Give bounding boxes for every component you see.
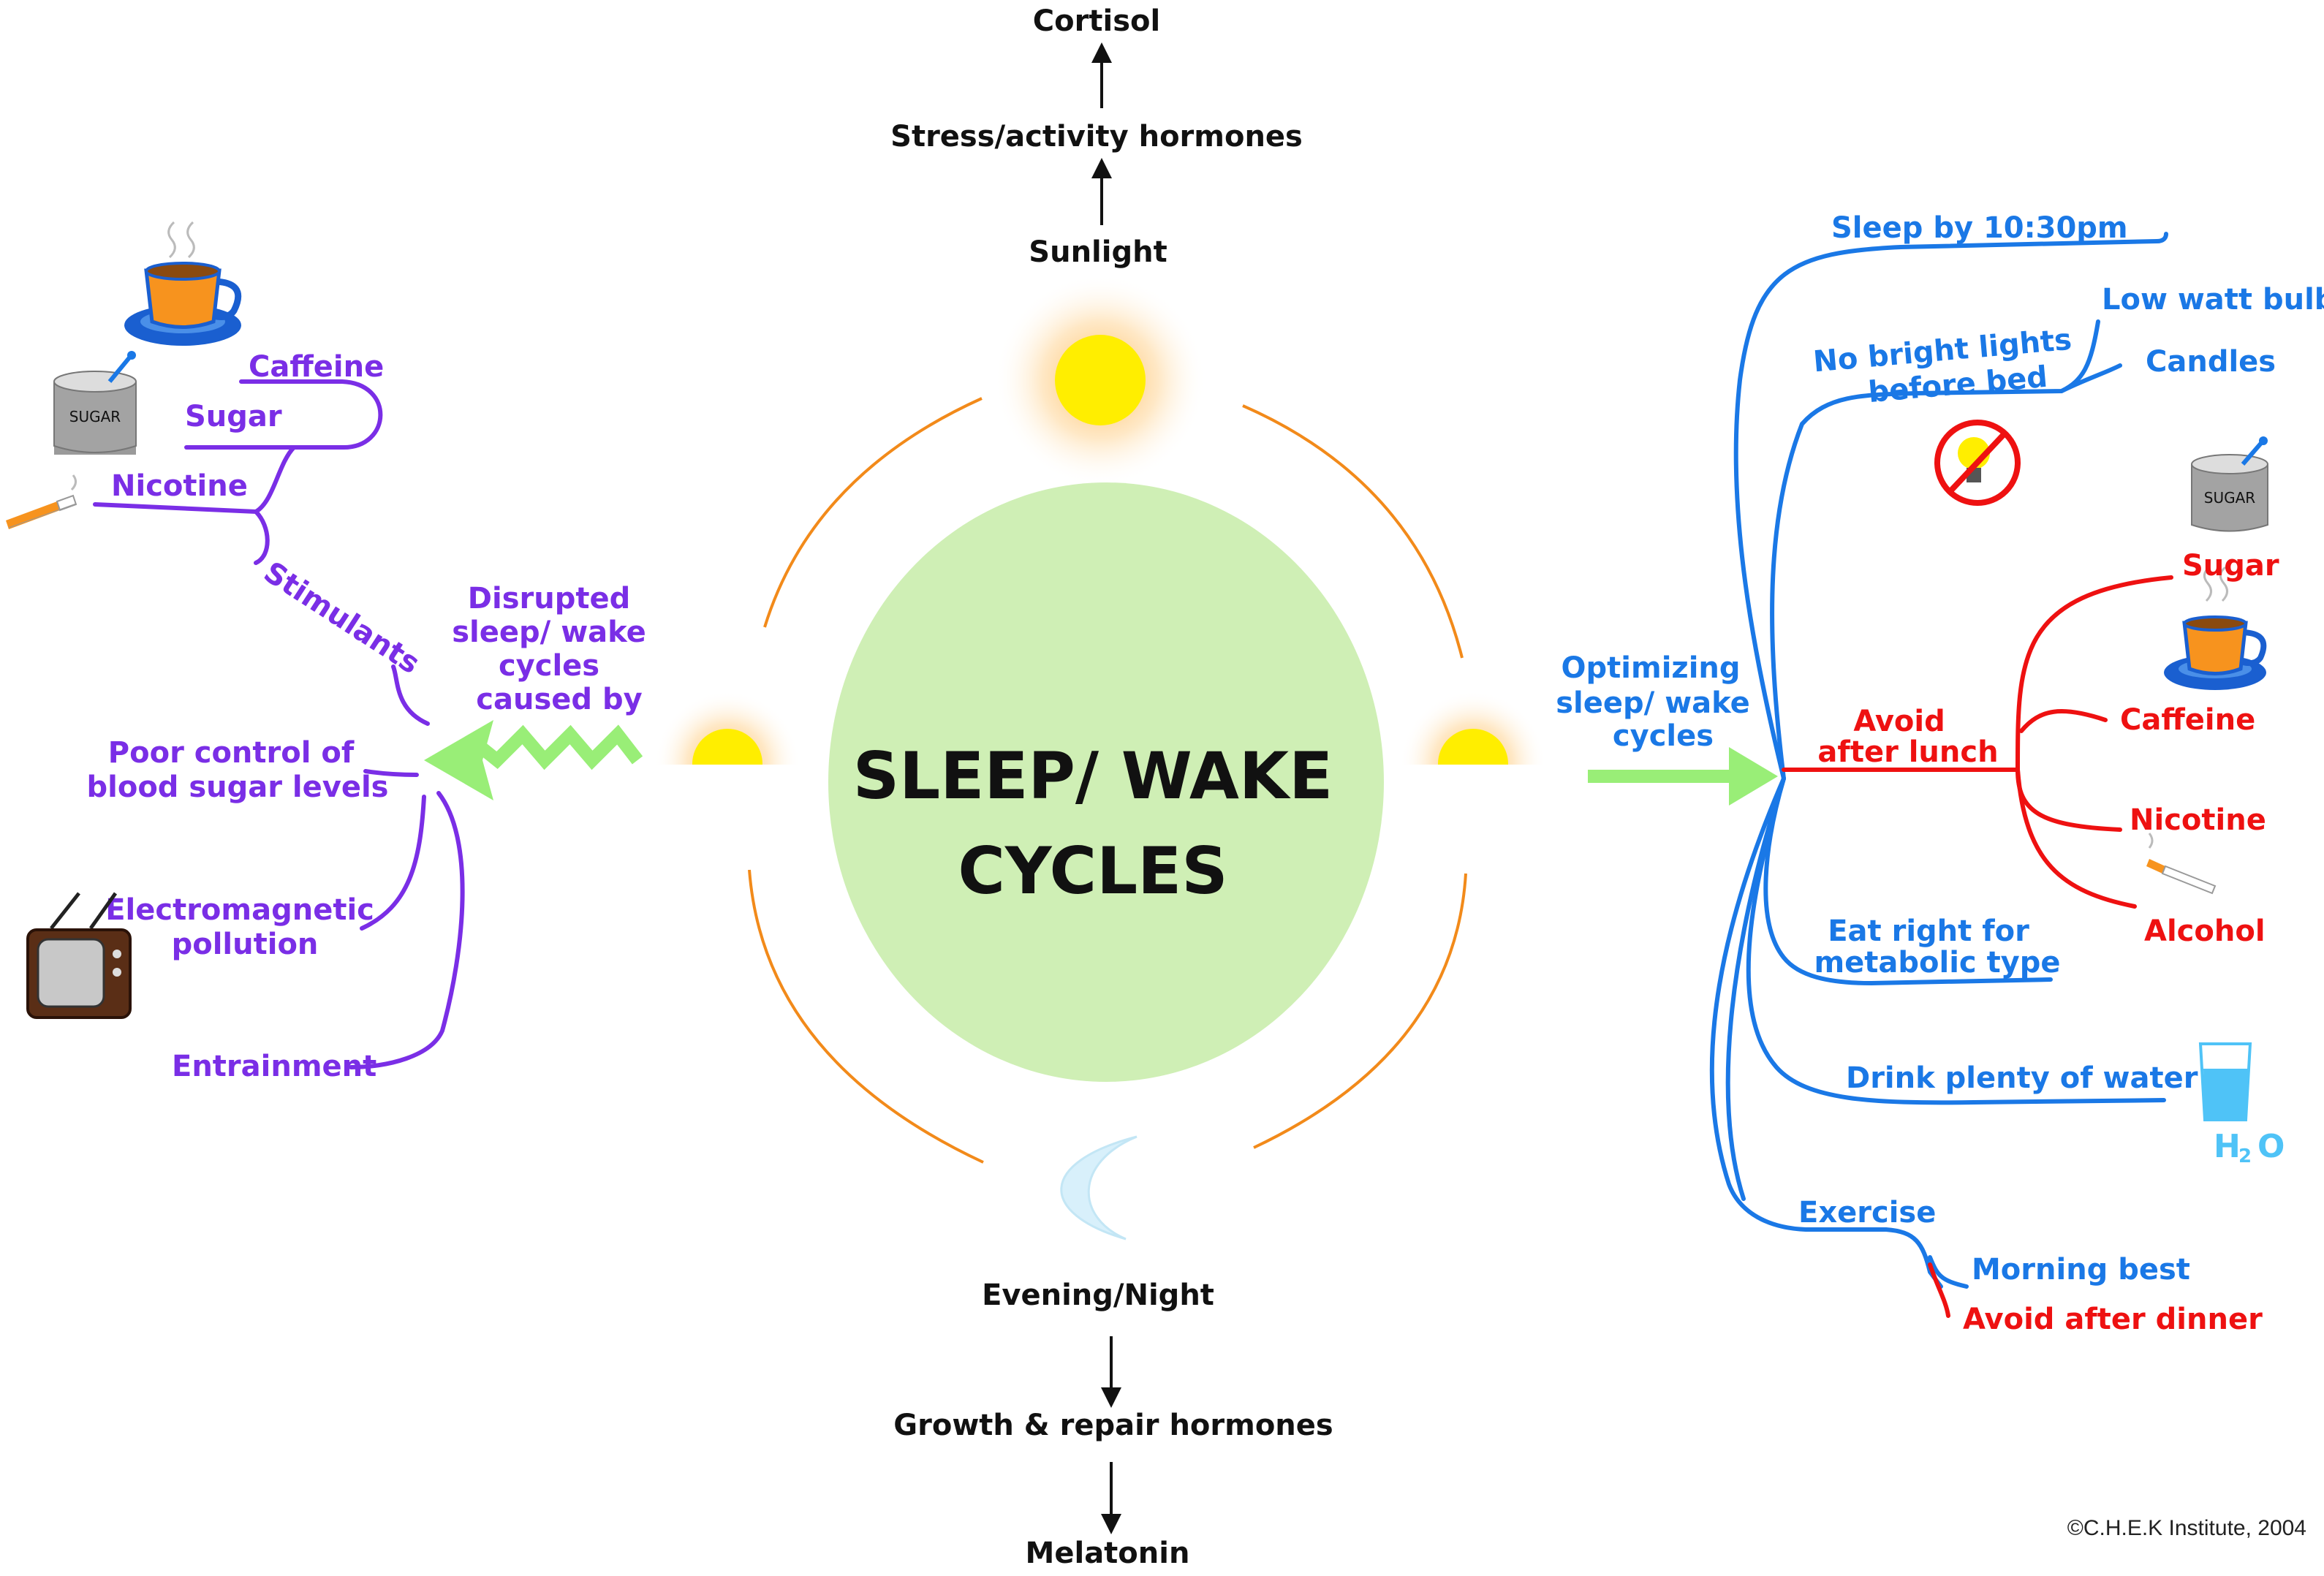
cigarette-icon-right xyxy=(2146,833,2217,895)
drink-water-label: Drink plenty of water xyxy=(1846,1061,2198,1095)
morning-best-label: Morning best xyxy=(1972,1253,2190,1287)
emf-label: Electromagnetic pollution xyxy=(105,893,385,961)
sugar-label-left: Sugar xyxy=(185,400,282,433)
orbit-arc-bottom-left xyxy=(748,869,984,1164)
evening-night-label: Evening/Night xyxy=(982,1278,1214,1312)
blood-sugar-label: Poor control of blood sugar levels xyxy=(87,736,389,804)
right-blue-lines xyxy=(1709,232,2168,1289)
arrowhead-left-icon xyxy=(424,720,493,800)
avoid-after-lunch-label: Avoid after lunch xyxy=(1817,705,1998,769)
svg-text:H: H xyxy=(2214,1128,2241,1165)
right-red-lines xyxy=(1782,575,2173,1318)
center-title-line2: CYCLES xyxy=(958,833,1227,909)
nicotine-label-left: Nicotine xyxy=(111,469,248,503)
center-circle xyxy=(828,482,1384,1082)
svg-text:No bright lights befor: No bright lights before bed xyxy=(1812,322,2086,414)
left-branch-lines xyxy=(93,379,465,1069)
left-branch-disrupted: Disrupted sleep/ wake cycles caused by C… xyxy=(6,221,656,1083)
top-hormone-chain: Cortisol Stress/activity hormones Sunlig… xyxy=(890,4,1303,269)
entrainment-label: Entrainment xyxy=(172,1050,376,1083)
sun-icon-top xyxy=(994,274,1206,486)
center-circle-group: SLEEP/ WAKE CYCLES xyxy=(828,482,1384,1082)
sun-icon-right xyxy=(1400,691,1546,765)
right-branch-optimizing: Optimizing sleep/ wake cycles Slee xyxy=(1556,211,2324,1336)
svg-text:2: 2 xyxy=(2238,1145,2252,1167)
no-lightbulb-icon xyxy=(1934,420,2021,506)
coffee-cup-icon-left xyxy=(124,221,242,346)
arrowhead-right-icon xyxy=(1729,747,1778,806)
tv-icon xyxy=(26,892,132,1019)
optimizing-header: Optimizing sleep/ wake cycles xyxy=(1556,651,1760,753)
sugar-can-icon-right: SUGAR xyxy=(2191,436,2268,532)
sunlight-label: Sunlight xyxy=(1029,235,1167,269)
bottom-hormone-chain: Evening/Night Growth & repair hormones M… xyxy=(893,1278,1333,1570)
stimulants-label: Stimulants xyxy=(258,556,426,681)
caffeine-label-right: Caffeine xyxy=(2120,703,2255,737)
eat-right-label: Eat right for metabolic type xyxy=(1814,914,2060,980)
water-glass-icon xyxy=(2198,1042,2252,1121)
disrupted-header: Disrupted sleep/ wake cycles caused by xyxy=(452,582,656,716)
moon-icon xyxy=(1060,1135,1138,1240)
avoid-after-dinner-label: Avoid after dinner xyxy=(1963,1303,2263,1336)
growth-hormones-label: Growth & repair hormones xyxy=(893,1409,1333,1442)
stress-hormones-label: Stress/activity hormones xyxy=(890,120,1303,154)
cigarette-icon-left xyxy=(6,474,77,529)
zigzag-arrow-icon xyxy=(474,724,643,770)
candles-label: Candles xyxy=(2146,345,2276,379)
orbit-arc-bottom-right xyxy=(1253,873,1467,1149)
sugar-can-text-right: SUGAR xyxy=(2204,489,2256,507)
center-title-line1: SLEEP/ WAKE xyxy=(853,738,1333,814)
no-bright-lights-label: No bright lights before bed xyxy=(1812,322,2086,414)
sleep-by-label: Sleep by 10:30pm xyxy=(1831,211,2128,245)
sugar-label-right: Sugar xyxy=(2182,549,2279,583)
alcohol-label-right: Alcohol xyxy=(2144,914,2266,948)
orbit-arc-top-left xyxy=(763,397,983,628)
svg-text:O: O xyxy=(2257,1128,2285,1165)
copyright-text: ©C.H.E.K Institute, 2004 xyxy=(2067,1516,2306,1540)
caffeine-label-left: Caffeine xyxy=(249,350,384,384)
coffee-cup-icon-right xyxy=(2164,566,2267,690)
h2o-label: H 2 O xyxy=(2214,1128,2285,1167)
orbit-arc-top-right xyxy=(1242,404,1464,659)
melatonin-label: Melatonin xyxy=(1026,1537,1190,1570)
low-watt-label: Low watt bulbs xyxy=(2102,283,2324,317)
exercise-label: Exercise xyxy=(1798,1196,1936,1230)
sun-icon-left xyxy=(654,691,800,765)
sugar-can-icon-left: SUGAR xyxy=(53,351,137,455)
orbit-arcs xyxy=(748,397,1467,1164)
cortisol-label: Cortisol xyxy=(1033,4,1160,38)
nicotine-label-right: Nicotine xyxy=(2130,803,2266,837)
sugar-can-text-left: SUGAR xyxy=(69,408,121,425)
